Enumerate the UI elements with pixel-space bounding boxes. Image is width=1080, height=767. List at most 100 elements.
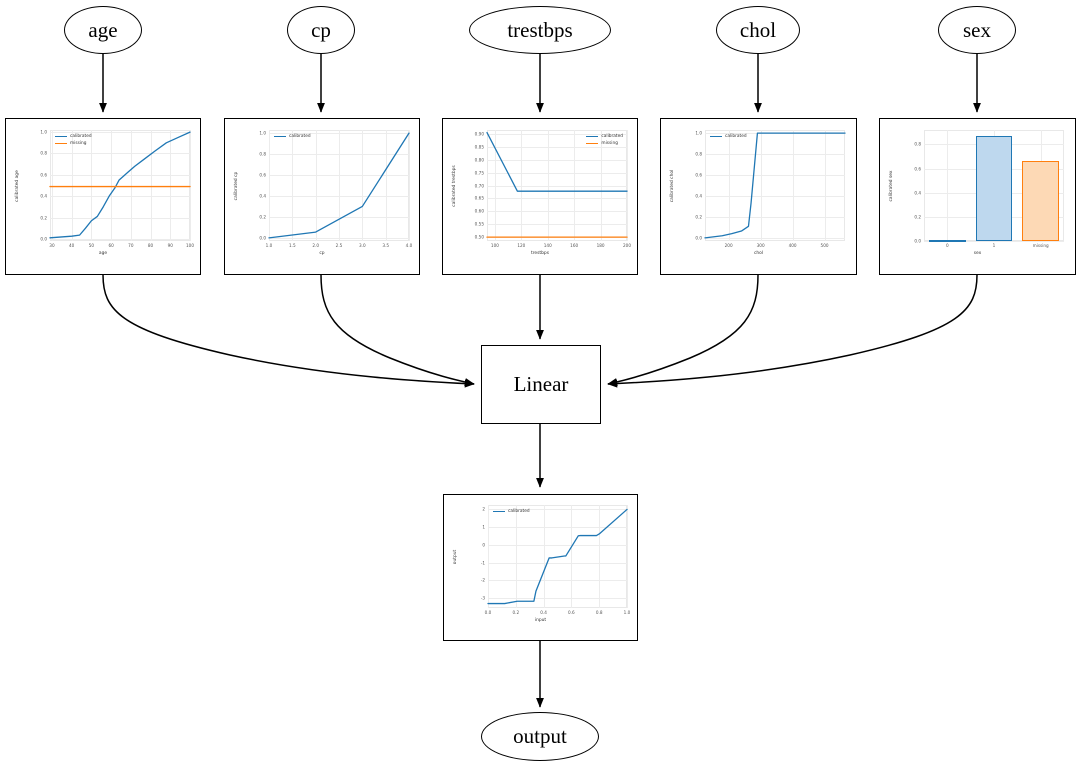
xtick-label-cp: 1.0 (265, 243, 273, 248)
xtick-label-cp: 4.0 (405, 243, 413, 248)
xtick-label-sex: 1 (992, 243, 996, 248)
legend-entry-age-missing: missing (55, 141, 92, 146)
axes-background-output (488, 505, 627, 608)
yaxis-label-age: calibrated age (15, 169, 20, 202)
gridline-x-chol (824, 130, 826, 241)
ytick-label-cp: 0.4 (259, 193, 266, 199)
node-trestbps-label: trestbps (507, 17, 573, 42)
xtick-label-cp: 2.0 (312, 243, 319, 248)
gridline-y-output (488, 562, 627, 564)
node-linear[interactable]: Linear (481, 345, 601, 424)
legend-label-calibrated: calibrated (601, 134, 623, 139)
xtick-label-output: 1.0 (623, 610, 631, 615)
node-age[interactable]: age (64, 6, 142, 54)
gridline-y-age (50, 196, 190, 198)
ytick-label-trestbps: 0.70 (474, 183, 484, 188)
legend-label-calibrated: calibrated (289, 134, 311, 139)
gridline-y-sex (924, 241, 1064, 242)
ytick-label-age: 0.0 (40, 236, 47, 242)
ytick-label-chol: 0.0 (695, 235, 702, 241)
node-chol[interactable]: chol (716, 6, 800, 54)
gridline-x-age (150, 130, 152, 241)
gridline-x-chol (792, 130, 794, 241)
xtick-label-sex: missing (1032, 243, 1049, 248)
xtick-label-sex: 0 (945, 243, 949, 248)
xtick-label-trestbps: 200 (623, 243, 631, 248)
ytick-label-trestbps: 0.90 (474, 131, 484, 137)
axes-sex (924, 130, 1064, 243)
gridline-y-trestbps (487, 185, 627, 187)
node-sex[interactable]: sex (938, 6, 1016, 54)
ytick-label-cp: 0.8 (259, 151, 266, 157)
xtick-label-chol: 300 (756, 243, 765, 248)
gridline-y-chol (705, 175, 845, 177)
ytick-label-chol: 0.6 (695, 172, 702, 178)
legend-entry-output-calibrated: calibrated (493, 509, 530, 514)
gridline-x-trestbps (627, 130, 628, 241)
node-output[interactable]: output (481, 712, 599, 761)
ytick-label-sex: 0.4 (914, 190, 921, 196)
gridline-x-age (170, 130, 172, 241)
xtick-label-output: 0.0 (484, 610, 492, 615)
series-age-calibrated (50, 132, 190, 238)
xaxis-label-cp: cp (319, 251, 325, 256)
gridline-y-chol (705, 195, 845, 197)
ytick-label-age: 0.2 (40, 215, 47, 221)
ytick-label-trestbps: 0.50 (474, 234, 484, 240)
ytick-label-trestbps: 0.55 (474, 221, 484, 227)
ytick-label-age: 1.0 (40, 129, 47, 135)
gridline-y-age (50, 132, 190, 134)
legend-entry-trestbps-calibrated: calibrated (586, 134, 623, 139)
series-chol-calibrated (705, 133, 845, 238)
node-chol-label: chol (739, 17, 777, 42)
node-cp[interactable]: cp (287, 6, 355, 54)
node-trestbps[interactable]: trestbps (469, 6, 611, 54)
legend-chol: calibrated (710, 134, 747, 139)
xtick-label-chol: 400 (788, 243, 797, 248)
xaxis-label-output: input (534, 618, 547, 623)
node-sex-label: sex (963, 17, 991, 42)
ytick-label-chol: 0.8 (695, 151, 702, 157)
gridline-x-cp (385, 130, 387, 241)
gridline-y-trestbps (487, 159, 627, 161)
gridline-x-cp (339, 130, 340, 241)
xtick-label-trestbps: 140 (543, 243, 552, 248)
axes-background-age (50, 130, 190, 241)
gridline-x-age (51, 130, 53, 241)
gridline-x-cp (315, 130, 317, 241)
xtick-label-trestbps: 180 (596, 243, 605, 248)
gridline-x-trestbps (494, 130, 496, 241)
axes-cp (269, 130, 410, 241)
legend-swatch-calibrated (710, 135, 722, 138)
ytick-label-age: 0.6 (40, 172, 47, 178)
legend-swatch-missing (55, 142, 67, 145)
gridline-y-output (488, 598, 627, 600)
gridline-y-trestbps (487, 172, 627, 174)
gridline-x-output (543, 505, 545, 608)
edge-ageplot-to-linear (102, 274, 475, 388)
gridline-y-output (488, 509, 627, 511)
series-output-calibrated (488, 509, 627, 603)
series-layer-trestbps (487, 130, 627, 241)
xtick-label-trestbps: 120 (517, 243, 526, 248)
edge-cholplot-to-linear (607, 274, 759, 386)
bar-sex-1 (975, 135, 1013, 241)
xtick-label-age: 50 (88, 243, 95, 248)
xtick-label-cp: 3.0 (358, 243, 366, 248)
series-layer-chol (705, 130, 845, 241)
xtick-label-cp: 2.5 (335, 243, 343, 248)
gridline-x-age (130, 130, 132, 241)
gridline-x-age (190, 130, 191, 241)
yaxis-label-chol: calibrated chol (670, 169, 675, 202)
legend-output: calibrated (493, 509, 530, 514)
